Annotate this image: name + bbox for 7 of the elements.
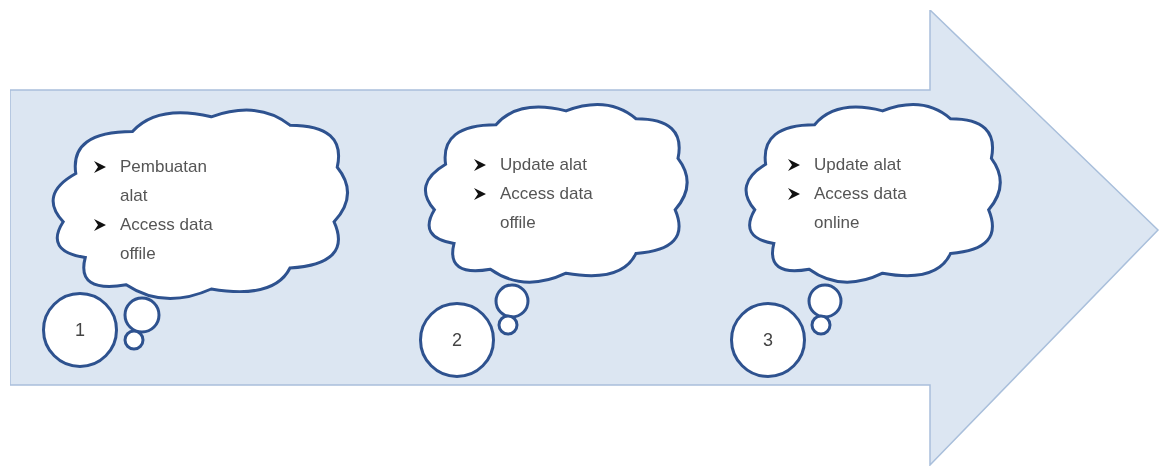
list-item-text: Access data offile: [120, 214, 214, 265]
list-item-text: Update alat: [814, 154, 901, 176]
list-item-text: Access data online: [814, 183, 908, 234]
list-item-text: Pembuatan alat: [120, 156, 208, 207]
list-item-text: Access data offile: [500, 183, 594, 234]
process-arrow: [10, 10, 1160, 466]
list-item-text: Update alat: [500, 154, 587, 176]
